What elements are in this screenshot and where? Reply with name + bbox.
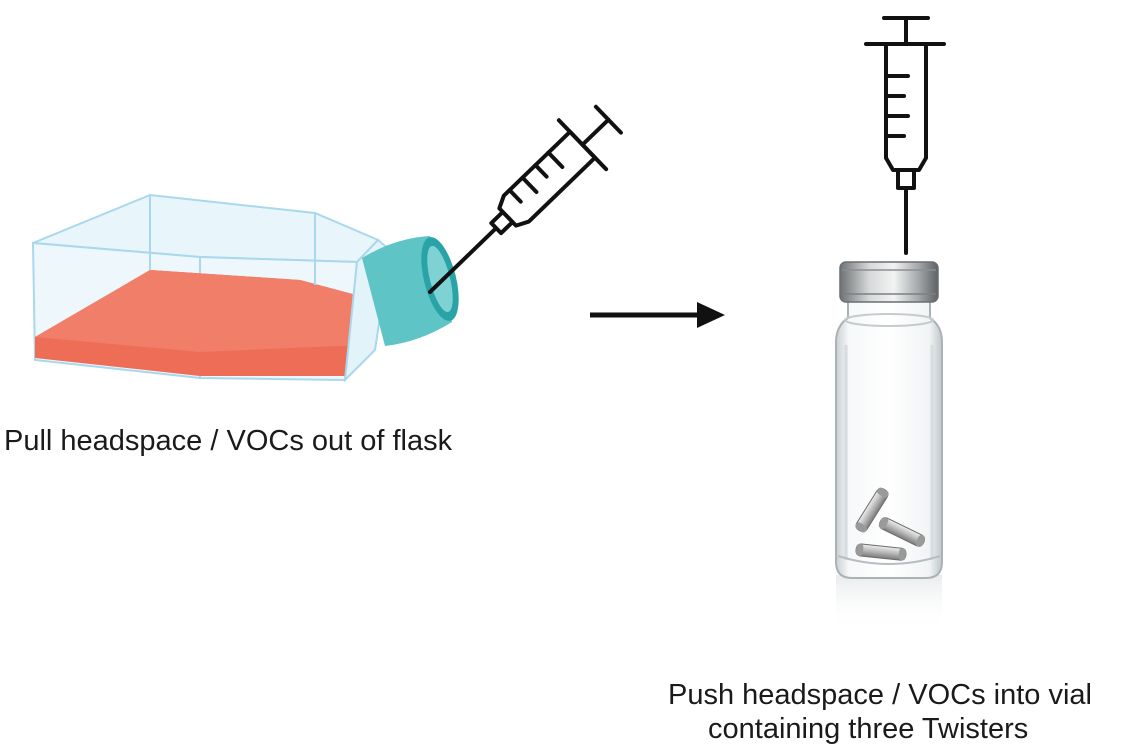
step-2-caption-line-1: Push headspace / VOCs into vial [668, 679, 1092, 711]
flask-cap [362, 236, 459, 346]
syringe-icon [428, 104, 623, 294]
twister-stir-bars [855, 487, 926, 561]
syringe-icon [864, 16, 946, 255]
twister [855, 543, 907, 561]
culture-flask [31, 193, 459, 383]
twister [855, 487, 889, 533]
step-1-caption: Pull headspace / VOCs out of flask [4, 425, 453, 457]
culture-medium-top [35, 270, 375, 352]
twister [878, 517, 926, 547]
step-2-caption: Push headspace / VOCs into vial containi… [668, 678, 1092, 746]
sample-vial [835, 261, 943, 630]
step-2-caption-line-2: containing three Twisters [708, 713, 1029, 745]
right-arrow-icon [590, 302, 725, 328]
